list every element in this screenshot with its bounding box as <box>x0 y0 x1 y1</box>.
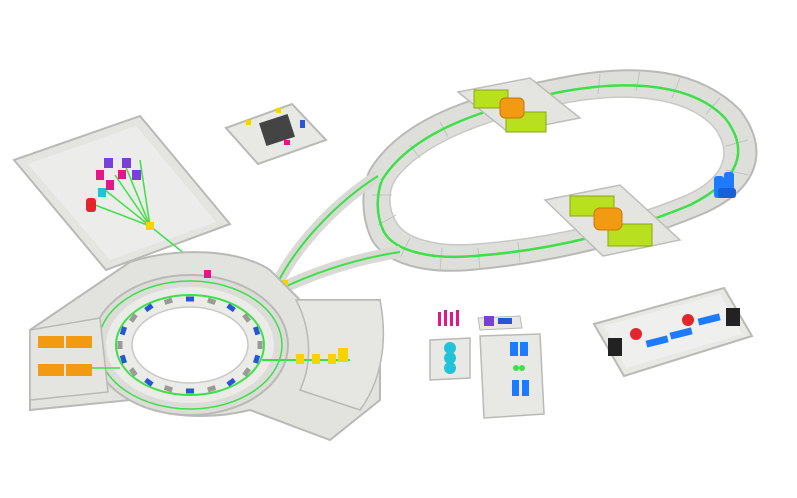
experiment-purple-block-2 <box>122 158 131 168</box>
detector-blue-magnet-1 <box>645 335 669 348</box>
injector-complex <box>29 251 385 442</box>
experiment-purple-block-3 <box>132 170 141 180</box>
lab-blue-rack-3 <box>512 380 519 396</box>
lab-cyan-cylinder-1 <box>444 342 456 354</box>
injector-quadrupole-magnet <box>252 354 261 364</box>
injector-quadrupole-magnet <box>242 367 251 377</box>
lab-complex <box>429 310 545 419</box>
injector-quadrupole-magnet <box>186 388 194 394</box>
detector-black-block-left <box>608 338 622 356</box>
lab-green-sphere-1 <box>513 365 519 371</box>
control-room-magenta <box>284 140 290 145</box>
injector-quadrupole-magnet <box>119 354 128 364</box>
experiment-hall-inner <box>28 126 216 260</box>
experiment-magenta-block-1 <box>96 170 104 180</box>
storage-ring <box>362 69 758 272</box>
lab-blue-rack-4 <box>522 380 529 396</box>
transfer-beam-upper <box>277 175 379 283</box>
injector-quadrupole-magnet <box>252 326 261 336</box>
orange-magnet-right <box>593 207 623 231</box>
linac-yellow-4 <box>338 348 348 362</box>
injector-quadrupole-magnet <box>163 385 173 393</box>
lab-magenta-rods <box>438 310 459 326</box>
injector-quadrupole-magnet <box>129 367 138 377</box>
control-room-blue-1 <box>300 120 305 128</box>
injector-ring-beam <box>115 294 265 396</box>
lab-blue-rack-1 <box>510 342 518 356</box>
experiment-red-target <box>86 198 96 212</box>
injector-quadrupole-magnet <box>226 377 236 387</box>
injector-quadrupole-magnet <box>207 385 217 393</box>
experiment-magenta-block-3 <box>118 170 126 179</box>
injector-quadrupole-magnet <box>119 326 128 336</box>
lab-blue-device <box>498 318 512 324</box>
detector-red-drum-1 <box>630 328 642 340</box>
orange-module-4 <box>66 364 92 376</box>
orange-magnet-top <box>499 97 525 119</box>
injector-quadrupole-magnet <box>129 313 138 323</box>
detector-red-drum-2 <box>682 314 694 326</box>
injector-quadrupole-magnet <box>144 303 154 313</box>
lab-blue-rack-2 <box>520 342 528 356</box>
experiment-magenta-block-2 <box>106 180 114 190</box>
experiment-yellow-block <box>146 222 154 230</box>
injector-quadrupole-magnet <box>144 377 154 387</box>
control-room-yellow-1 <box>246 120 251 125</box>
detector-black-block-right <box>726 308 740 326</box>
transfer-beam-lower <box>277 251 401 291</box>
blue-detector <box>714 172 736 198</box>
injector-quadrupole-magnet <box>207 297 217 305</box>
lab-cyan-cylinder-2 <box>444 352 456 364</box>
injector-quadrupole-magnet <box>257 341 263 349</box>
linac-yellow-3 <box>328 354 336 364</box>
experiment-purple-block-1 <box>104 158 113 168</box>
orange-module-1 <box>38 336 64 348</box>
injector-ring-inner <box>131 306 249 384</box>
control-room <box>224 102 328 166</box>
injector-west-room <box>29 317 109 401</box>
control-room-console <box>259 113 295 147</box>
detector-room-inner <box>604 294 742 368</box>
detector-blue-magnet-2 <box>669 327 693 340</box>
injector-quadrupole-magnet <box>117 341 123 349</box>
injector-quadrupole-magnet <box>226 303 236 313</box>
experiment-hall <box>12 114 232 277</box>
experiment-cyan-block <box>98 188 106 197</box>
lab-green-sphere-2 <box>519 365 525 371</box>
lab-cyan-cylinder-3 <box>444 362 456 374</box>
orange-module-3 <box>38 364 64 376</box>
linac-yellow-1 <box>296 354 304 364</box>
injector-quadrupoles <box>117 296 263 394</box>
detector-blue-magnet-3 <box>697 313 721 326</box>
transfer-lines <box>272 170 401 296</box>
orange-module-2 <box>66 336 92 348</box>
injector-quadrupole-magnet <box>163 297 173 305</box>
linac-yellow-2 <box>312 354 320 364</box>
control-room-yellow-2 <box>276 108 281 113</box>
injector-magenta-top <box>204 270 211 278</box>
injector-quadrupole-magnet <box>186 296 194 302</box>
injector-quadrupole-magnet <box>242 313 251 323</box>
lab-purple-device <box>484 316 494 326</box>
detector-room <box>592 286 754 378</box>
